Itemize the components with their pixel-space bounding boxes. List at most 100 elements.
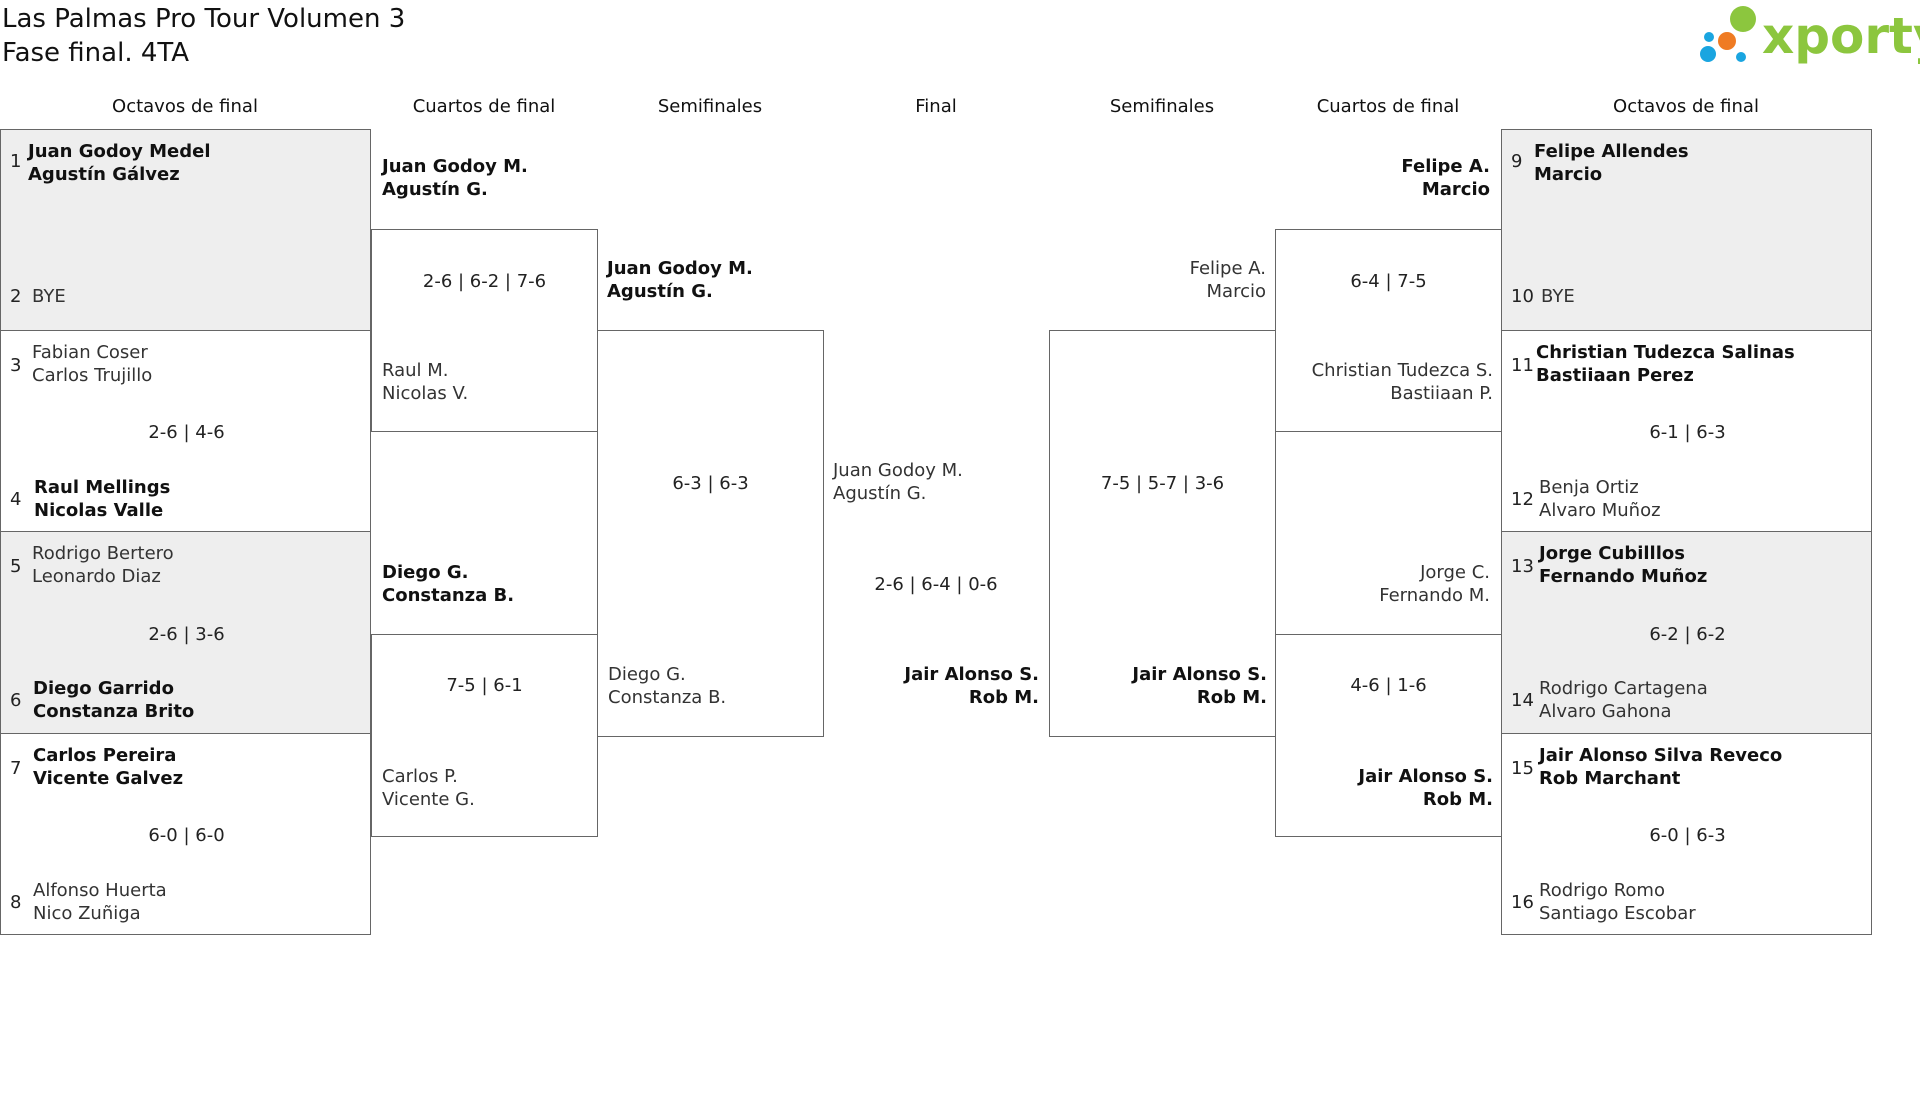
match-score: 7-5 | 5-7 | 3-6 [1100,473,1225,494]
seed-bottom: 4 [10,489,22,510]
match-score: 4-6 | 1-6 [1350,675,1427,696]
match-left-r16-2[interactable]: 3 Fabian Coser Carlos Trujillo 2-6 | 4-6… [0,330,371,532]
match-score: 6-2 | 6-2 [1649,624,1726,645]
match-right-r16-2[interactable]: 11 Christian Tudezca Salinas Bastiiaan P… [1501,330,1872,532]
logo-dot-blue-bottom [1736,52,1746,62]
team-bottom-player-2: Bastiiaan P. [1390,383,1493,404]
round-header-right-sf: Semifinales [1109,96,1215,117]
team-top-player-1: Jorge C. [1420,562,1490,583]
seed-top: 3 [10,355,22,376]
seed-top: 9 [1511,151,1523,172]
logo-text: xporty [1762,7,1920,65]
match-left-qf-2[interactable]: 7-5 | 6-1 Carlos P. Vicente G. [371,634,598,837]
round-header-left-qf: Cuartos de final [412,96,556,117]
team-bottom-player-2: Alvaro Muñoz [1539,500,1661,521]
match-score: 6-0 | 6-0 [148,825,225,846]
seed-top: 1 [10,151,22,172]
match-right-r16-4[interactable]: 15 Jair Alonso Silva Reveco Rob Marchant… [1501,733,1872,935]
seed-bottom: 2 [10,286,22,307]
team-top-player-2: Fernando M. [1379,585,1490,606]
team-top-player-1: Carlos Pereira [33,745,177,766]
title-line-1: Las Palmas Pro Tour Volumen 3 [2,4,406,34]
title-line-2: Fase final. 4TA [2,38,190,68]
team-top-player-1: Felipe Allendes [1534,141,1689,162]
team-top-player-2: Marcio [1206,281,1266,302]
match-score: 2-6 | 4-6 [148,422,225,443]
team-top-player-1: Felipe A. [1189,258,1266,279]
final-team-bottom-player-1: Jair Alonso S. [904,664,1039,685]
match-left-sf[interactable]: 6-3 | 6-3 Diego G. Constanza B. [597,330,824,737]
round-header-left-r16: Octavos de final [112,96,258,117]
team-bottom-player-1: Rodrigo Cartagena [1539,678,1708,699]
team-top-player-1: Fabian Coser [32,342,148,363]
seed-bottom: 16 [1511,892,1534,913]
logo-dot-blue-small [1704,32,1714,42]
match-right-r16-3[interactable]: 13 Jorge Cubilllos Fernando Muñoz 6-2 | … [1501,531,1872,734]
team-top-player-1: Juan Godoy Medel [28,141,211,162]
team-bottom-player-1: Raul Mellings [34,477,171,498]
team-top-player-2: Carlos Trujillo [32,365,153,386]
final-team-bottom-player-2: Rob M. [968,687,1039,708]
seed-bottom: 14 [1511,690,1534,711]
match-score: 6-4 | 7-5 [1350,271,1427,292]
team-bottom-player-1: Benja Ortiz [1539,477,1639,498]
match-left-r16-1[interactable]: 1 Juan Godoy Medel Agustín Gálvez 2 BYE [0,129,371,331]
team-top-player-1: Jorge Cubilllos [1539,543,1685,564]
team-bottom-player-1: Rodrigo Romo [1539,880,1665,901]
team-bottom-player-2: Constanza Brito [33,701,195,722]
team-top-player-1: Juan Godoy M. [382,156,528,177]
logo-dot-orange [1718,32,1736,50]
team-bottom-player-2: Nicolas Valle [34,500,164,521]
team-top-player-1: Diego G. [382,562,469,583]
seed-bottom: 10 [1511,286,1534,307]
team-top-player-2: Rob Marchant [1539,768,1681,789]
match-right-r16-1[interactable]: 9 Felipe Allendes Marcio 10 BYE [1501,129,1872,331]
match-score: 6-0 | 6-3 [1649,825,1726,846]
team-bottom-player-1: Alfonso Huerta [33,880,167,901]
team-top-player-2: Fernando Muñoz [1539,566,1708,587]
team-top-player-2: Leonardo Diaz [32,566,161,587]
team-bottom-player-2: Nicolas V. [382,383,469,404]
round-header-final: Final [915,96,957,117]
team-bottom-player-1: BYE [32,286,66,307]
team-bottom-player-2: Rob M. [1196,687,1267,708]
team-top-player-1: Rodrigo Bertero [32,543,174,564]
team-bottom-player-2: Santiago Escobar [1539,903,1696,924]
match-left-qf-1[interactable]: 2-6 | 6-2 | 7-6 Raul M. Nicolas V. [371,229,598,432]
match-right-qf-1[interactable]: 6-4 | 7-5 Christian Tudezca S. Bastiiaan… [1275,229,1502,432]
team-bottom-player-1: Diego Garrido [33,678,174,699]
round-header-left-sf: Semifinales [657,96,763,117]
logo-dot-green [1730,6,1756,32]
team-top-player-2: Agustín G. [607,281,713,302]
team-bottom-player-1: Diego G. [608,664,686,685]
team-top-player-2: Agustín Gálvez [28,164,180,185]
match-score: 6-1 | 6-3 [1649,422,1726,443]
team-top-player-2: Bastiiaan Perez [1536,365,1694,386]
match-right-sf[interactable]: 7-5 | 5-7 | 3-6 Jair Alonso S. Rob M. [1049,330,1276,737]
match-right-qf-2[interactable]: 4-6 | 1-6 Jair Alonso S. Rob M. [1275,634,1502,837]
team-top-player-2: Marcio [1421,179,1490,200]
match-left-r16-4[interactable]: 7 Carlos Pereira Vicente Galvez 6-0 | 6-… [0,733,371,935]
team-bottom-player-1: Raul M. [382,360,449,381]
match-score: 2-6 | 3-6 [148,624,225,645]
team-bottom-player-2: Nico Zuñiga [33,903,141,924]
match-left-r16-3[interactable]: 5 Rodrigo Bertero Leonardo Diaz 2-6 | 3-… [0,531,371,734]
team-bottom-player-2: Constanza B. [608,687,727,708]
seed-bottom: 12 [1511,489,1534,510]
match-score: 6-3 | 6-3 [672,473,749,494]
team-top-player-2: Constanza B. [382,585,515,606]
team-top-player-1: Felipe A. [1401,156,1490,177]
match-score: 2-6 | 6-2 | 7-6 [422,271,547,292]
team-top-player-2: Marcio [1534,164,1603,185]
seed-top: 15 [1511,758,1534,779]
team-bottom-player-1: Carlos P. [382,766,458,787]
seed-bottom: 8 [10,892,22,913]
team-top-player-2: Agustín G. [382,179,488,200]
match-score: 7-5 | 6-1 [446,675,523,696]
seed-top: 7 [10,758,22,779]
seed-bottom: 6 [10,690,22,711]
team-bottom-player-1: Jair Alonso S. [1132,664,1267,685]
team-top-player-1: Christian Tudezca Salinas [1536,342,1795,363]
team-bottom-player-2: Vicente G. [382,789,475,810]
round-header-right-r16: Octavos de final [1613,96,1759,117]
